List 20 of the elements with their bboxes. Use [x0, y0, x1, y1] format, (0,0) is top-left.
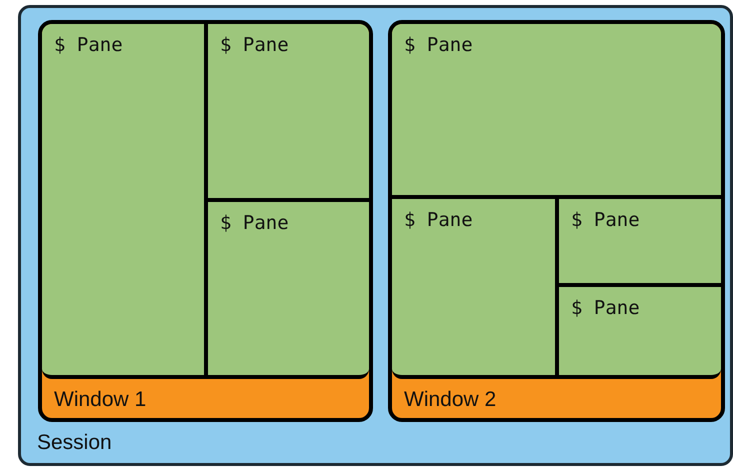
pane-box: [559, 287, 721, 379]
session-box: [18, 5, 733, 466]
window-box: [388, 20, 725, 422]
pane-box: [392, 24, 721, 199]
shell-prompt: $ Pane: [220, 34, 289, 56]
window-box: [38, 20, 373, 422]
pane-box: [392, 199, 559, 379]
pane-box: [208, 202, 369, 379]
window-label: Window 1: [54, 388, 146, 412]
session-label: Session: [37, 431, 112, 455]
pane-box: [559, 199, 721, 287]
window-label: Window 2: [404, 388, 496, 412]
shell-prompt: $ Pane: [571, 209, 640, 231]
shell-prompt: $ Pane: [54, 34, 123, 56]
shell-prompt: $ Pane: [404, 209, 473, 231]
pane-box: [208, 24, 369, 202]
shell-prompt: $ Pane: [220, 212, 289, 234]
shell-prompt: $ Pane: [571, 297, 640, 319]
shell-prompt: $ Pane: [404, 34, 473, 56]
pane-box: [42, 24, 208, 379]
